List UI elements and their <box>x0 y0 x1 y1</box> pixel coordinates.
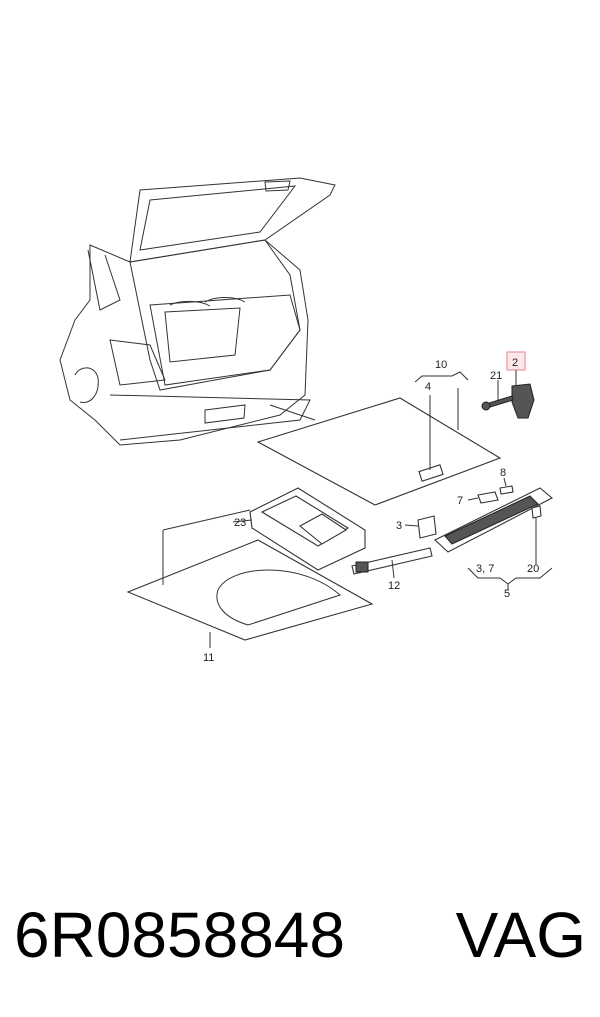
callout-4[interactable]: 4 <box>425 381 431 393</box>
brand-label: VAG <box>455 899 586 971</box>
car-rear-illustration <box>59 177 336 446</box>
parts-exploded-diagram: 2 3 4 5 3, 7 7 8 10 11 12 20 21 23 <box>59 177 553 664</box>
callout-5[interactable]: 5 <box>504 588 510 600</box>
callout-20[interactable]: 20 <box>527 563 539 575</box>
callout-3[interactable]: 3 <box>396 520 402 532</box>
callout-8[interactable]: 8 <box>500 467 506 479</box>
callout-10[interactable]: 10 <box>435 359 447 371</box>
callout-12[interactable]: 12 <box>388 580 400 592</box>
callout-21[interactable]: 21 <box>490 370 502 382</box>
callout-2[interactable]: 2 <box>512 357 518 369</box>
part-number: 6R0858848 <box>14 899 345 971</box>
floor-mat <box>126 539 374 641</box>
callout-11[interactable]: 11 <box>203 652 214 664</box>
callout-3-7[interactable]: 3, 7 <box>476 563 494 575</box>
floor-cover-panel <box>256 397 502 506</box>
callout-7[interactable]: 7 <box>457 495 463 507</box>
callout-23[interactable]: 23 <box>234 517 246 529</box>
footer-bar: 6R0858848 VAG <box>0 880 600 990</box>
